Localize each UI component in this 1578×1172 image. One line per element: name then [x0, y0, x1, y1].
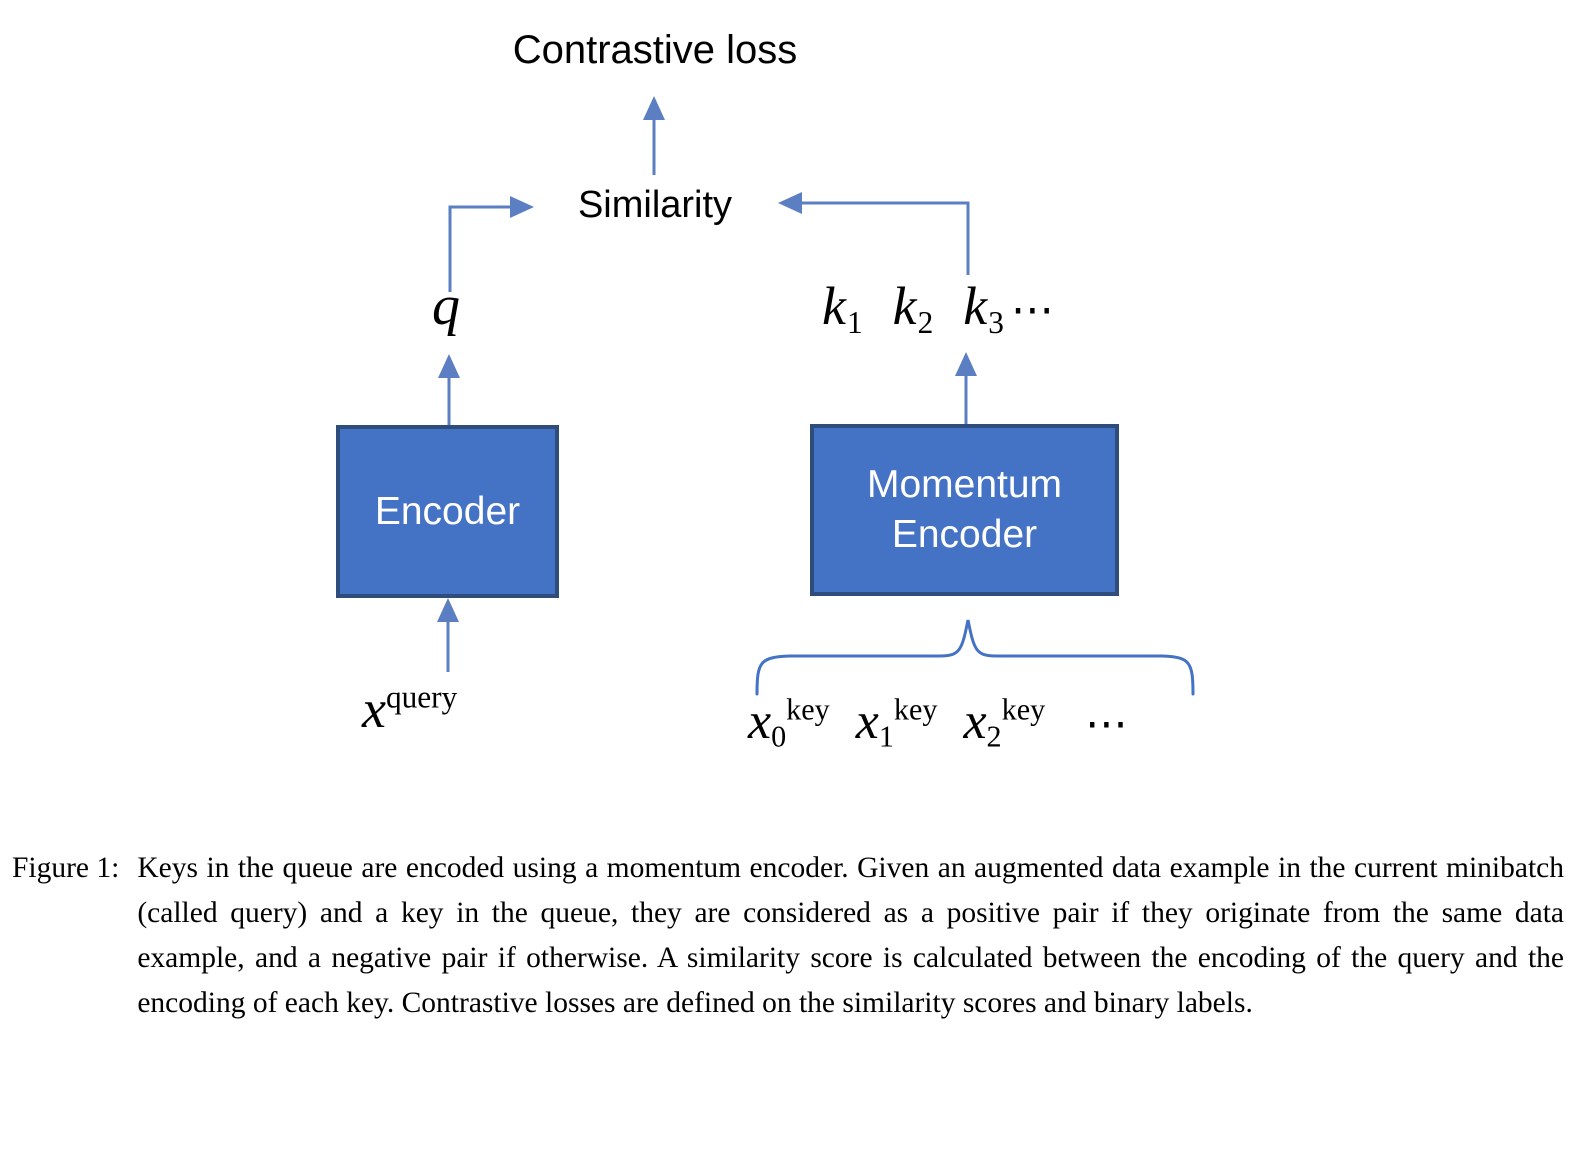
key-input-0: x0key [748, 692, 830, 754]
key-inputs-label: x0key x1key x2key ⋯ [748, 692, 1128, 754]
key-encoding-2: k2 [892, 276, 935, 340]
figure-caption: Figure 1: Keys in the queue are encoded … [12, 846, 1564, 1026]
key-encoding-3: k3 [963, 276, 1005, 340]
query-encoding-label: q [432, 274, 460, 338]
query-encoding-symbol: q [432, 275, 460, 337]
contrastive-loss-label: Contrastive loss [512, 28, 798, 72]
key-encoding-1: k1 [822, 276, 864, 340]
arrow-k-to-similarity [778, 192, 970, 275]
similarity-label: Similarity [577, 184, 733, 226]
figure-diagram: Contrastive loss Similarity q k1 k2 k3⋯ … [336, 28, 1195, 754]
figure-caption-body: Keys in the queue are encoded using a mo… [137, 852, 1564, 1019]
curly-brace-key-inputs [755, 619, 1195, 696]
query-input-base: x [362, 679, 386, 739]
query-input-superscript: query [385, 679, 458, 715]
arrow-query-input-to-encoder [437, 598, 459, 672]
momentum-encoder-box[interactable]: Momentum Encoder [810, 424, 1119, 596]
encoder-box[interactable]: Encoder [336, 425, 559, 598]
key-inputs-ellipsis: ⋯ [1085, 701, 1128, 748]
arrow-momentum-encoder-to-k [955, 352, 977, 424]
momentum-encoder-box-label: Momentum Encoder [866, 463, 1063, 556]
key-input-2: x2key [963, 692, 1046, 754]
query-input-label: xquery [362, 678, 457, 740]
diagram-connectors [437, 96, 1195, 696]
key-encodings-label: k1 k2 k3⋯ [822, 275, 1056, 340]
figure-caption-label: Figure 1: [12, 852, 120, 884]
arrow-encoder-to-q [438, 354, 460, 425]
encoder-box-label: Encoder [374, 489, 521, 533]
key-encoding-ellipsis: ⋯ [1010, 287, 1056, 334]
arrow-similarity-to-loss [643, 96, 665, 175]
arrow-q-to-similarity [448, 196, 534, 292]
key-input-1: x1key [855, 692, 938, 754]
